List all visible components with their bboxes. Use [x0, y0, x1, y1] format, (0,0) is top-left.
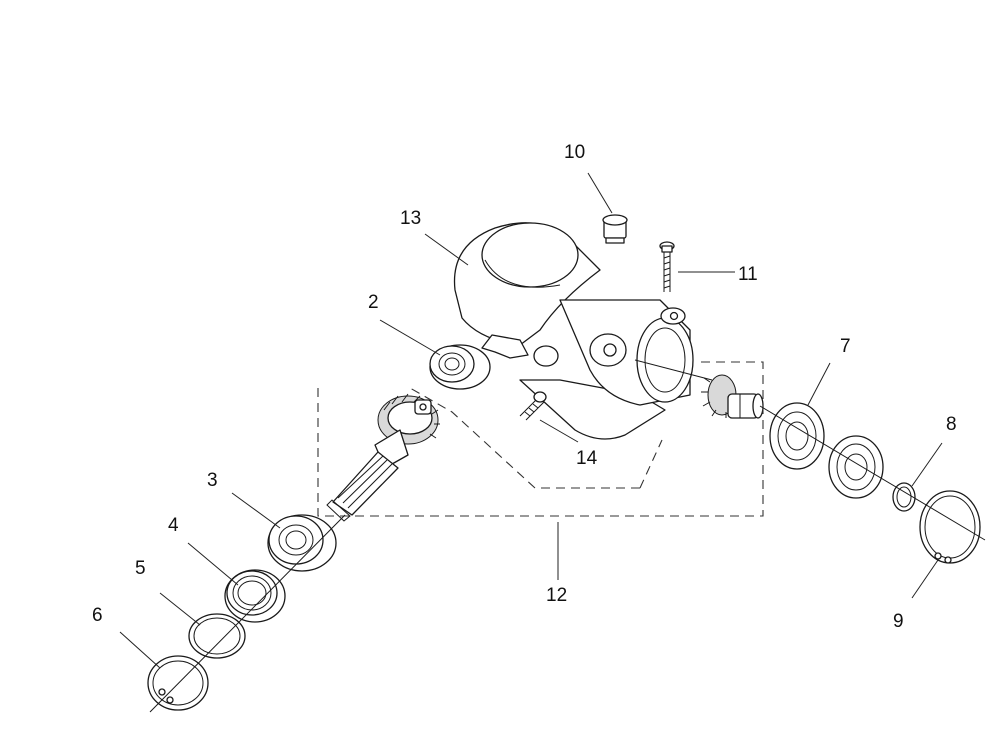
bearing-right-outer — [828, 435, 884, 499]
callout-2: 2 — [368, 292, 379, 313]
callout-11: 11 — [738, 264, 758, 285]
leader-lines — [119, 172, 943, 669]
plug — [602, 214, 628, 244]
screw-lower — [519, 391, 547, 421]
washer — [188, 613, 246, 659]
bearing-right — [769, 402, 825, 470]
callout-5: 5 — [135, 558, 146, 579]
centre-line-left — [149, 514, 346, 713]
bearing-lower — [267, 514, 337, 572]
callout-8: 8 — [946, 414, 957, 435]
callout-4: 4 — [168, 515, 179, 536]
circlip-right — [919, 490, 981, 564]
callout-10: 10 — [564, 142, 585, 163]
callout-7: 7 — [840, 336, 851, 357]
seal — [224, 569, 286, 623]
circlip-lower — [147, 655, 209, 711]
centre-line-right — [759, 405, 986, 541]
bevel-gear-shaft — [326, 393, 440, 522]
callout-13: 13 — [400, 208, 421, 229]
callout-14: 14 — [576, 448, 598, 469]
callouts: 2 3 4 5 6 7 8 9 10 11 12 13 14 — [92, 142, 957, 632]
callout-12: 12 — [546, 585, 567, 606]
snap-ring-small — [892, 482, 916, 512]
pinion-gear — [701, 374, 764, 419]
assembly-outline — [317, 361, 764, 517]
callout-9: 9 — [893, 611, 904, 632]
bearing-upper — [429, 344, 491, 390]
screw-upper — [659, 241, 675, 292]
callout-3: 3 — [207, 470, 218, 491]
callout-6: 6 — [92, 605, 103, 626]
gear-housing — [453, 222, 713, 440]
